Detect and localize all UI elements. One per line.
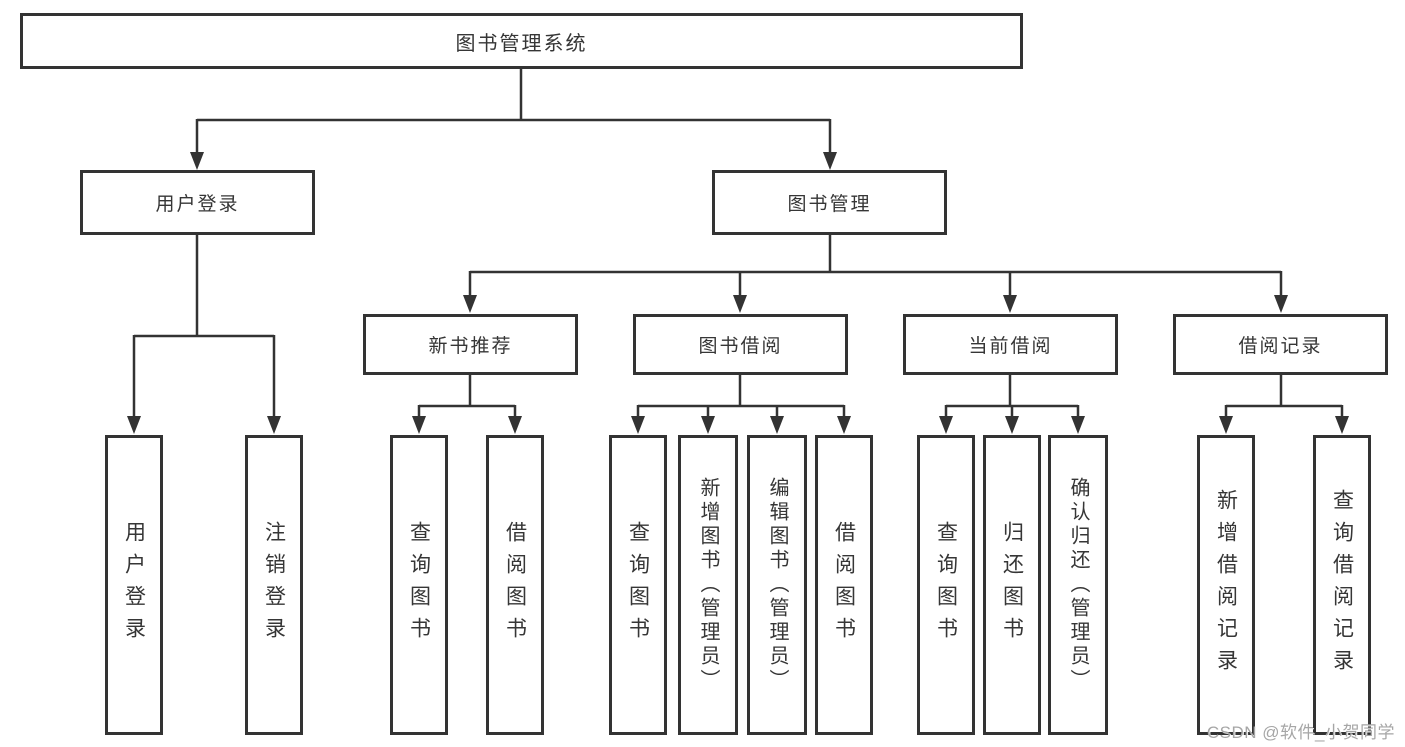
leaf-confirm-return-admin: 确认归还（管理员） <box>1048 435 1108 735</box>
node-label: 图书借阅 <box>698 336 783 357</box>
node-label: 图书管理系统 <box>455 32 588 55</box>
node-current-borrowing: 当前借阅 <box>903 314 1118 375</box>
leaf-add-book-admin: 新增图书（管理员） <box>678 435 738 735</box>
node-label: 归还图书 <box>1000 521 1024 649</box>
leaf-return-books: 归还图书 <box>983 435 1041 735</box>
node-label: 编辑图书（管理员） <box>766 477 788 693</box>
node-label: 用户登录 <box>122 521 146 649</box>
leaf-query-books-2: 查询图书 <box>609 435 667 735</box>
leaf-user-login: 用户登录 <box>105 435 163 735</box>
node-label: 借阅记录 <box>1238 336 1323 357</box>
node-label: 新增图书（管理员） <box>697 477 719 693</box>
leaf-query-books-3: 查询图书 <box>917 435 975 735</box>
node-label: 新增借阅记录 <box>1214 489 1238 681</box>
node-book-management: 图书管理 <box>712 170 947 235</box>
node-label: 查询图书 <box>626 521 650 649</box>
node-label: 查询图书 <box>934 521 958 649</box>
node-label: 注销登录 <box>262 521 286 649</box>
csdn-watermark: CSDN @软件_小贺同学 <box>1206 723 1395 742</box>
node-user-login: 用户登录 <box>80 170 315 235</box>
node-label: 查询图书 <box>407 521 431 649</box>
node-library-system: 图书管理系统 <box>20 13 1023 69</box>
node-label: 图书管理 <box>787 194 872 215</box>
node-book-borrowing: 图书借阅 <box>633 314 848 375</box>
leaf-edit-book-admin: 编辑图书（管理员） <box>747 435 807 735</box>
node-borrowing-records: 借阅记录 <box>1173 314 1388 375</box>
node-label: 新书推荐 <box>428 336 513 357</box>
leaf-query-borrow-record: 查询借阅记录 <box>1313 435 1371 735</box>
leaf-add-borrow-record: 新增借阅记录 <box>1197 435 1255 735</box>
leaf-borrow-books-1: 借阅图书 <box>486 435 544 735</box>
leaf-query-books-1: 查询图书 <box>390 435 448 735</box>
node-label: 借阅图书 <box>832 521 856 649</box>
node-label: 用户登录 <box>155 194 240 215</box>
node-label: 当前借阅 <box>968 336 1053 357</box>
leaf-logout: 注销登录 <box>245 435 303 735</box>
node-label: 查询借阅记录 <box>1330 489 1354 681</box>
leaf-borrow-books-2: 借阅图书 <box>815 435 873 735</box>
node-label: 借阅图书 <box>503 521 527 649</box>
node-new-book-recommend: 新书推荐 <box>363 314 578 375</box>
node-label: 确认归还（管理员） <box>1067 477 1089 693</box>
